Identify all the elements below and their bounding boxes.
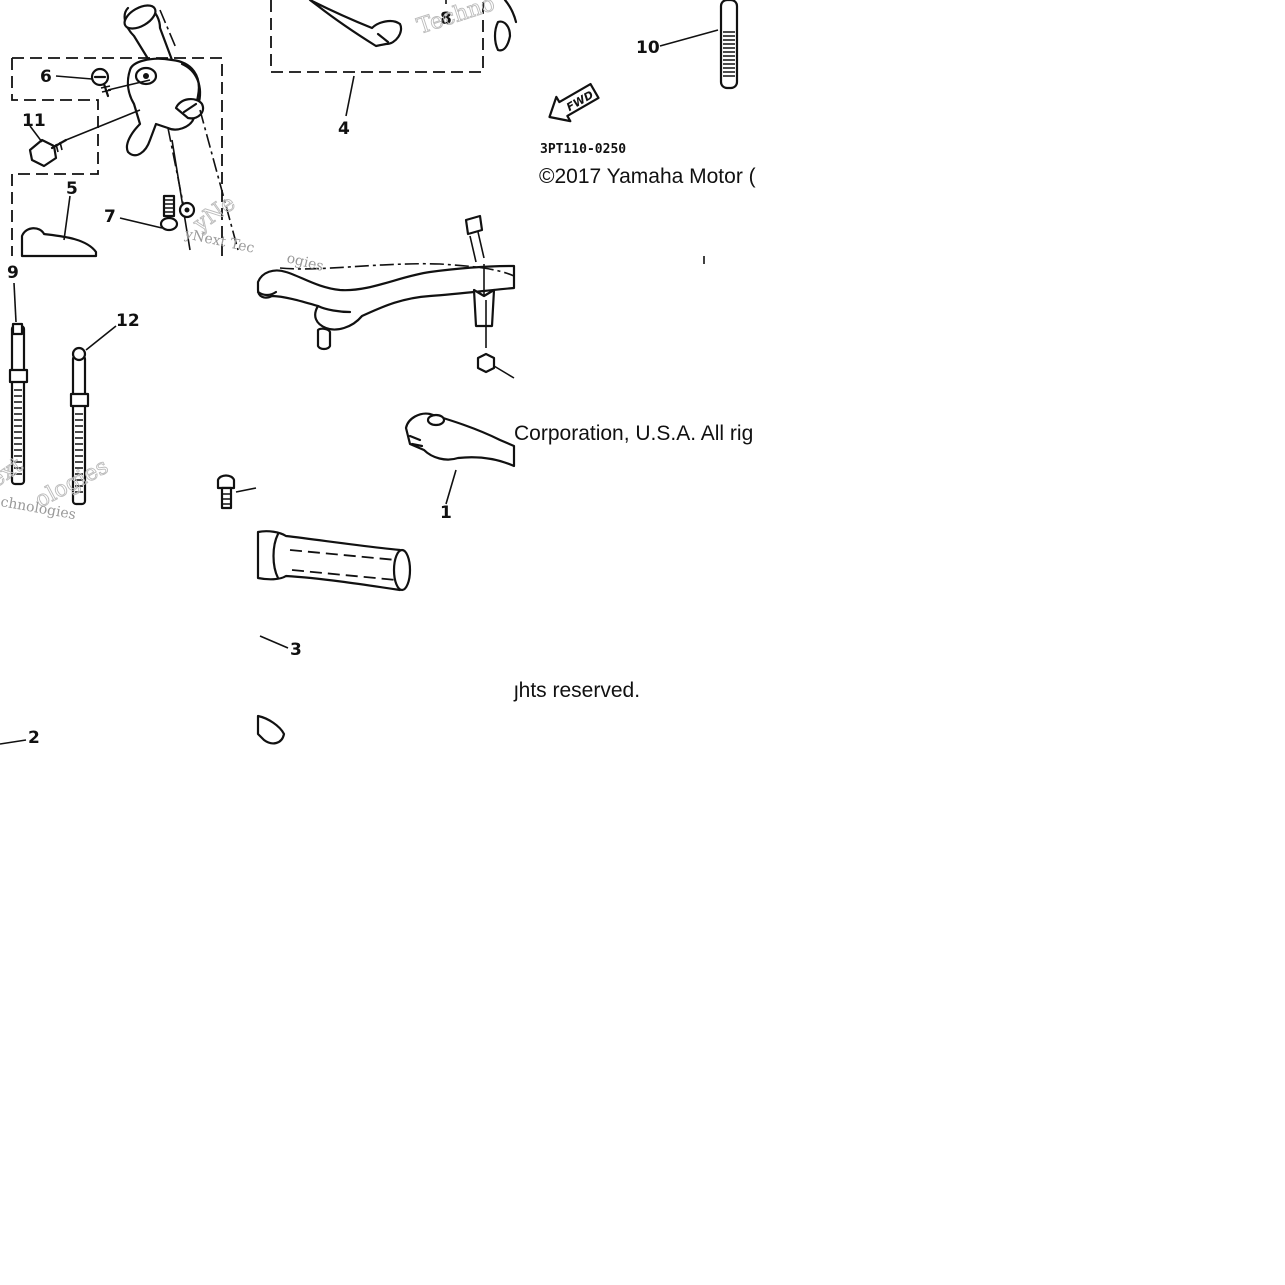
callout-10: 10 xyxy=(636,38,660,58)
callout-9: 9 xyxy=(7,263,19,283)
cable-tie-10 xyxy=(719,0,739,90)
watermark: Techno xyxy=(414,0,498,40)
reference-tile: 10 FWD 3PT110-0250 ©2017 Yamaha Motor ( xyxy=(539,0,756,188)
fwd-arrow-icon: FWD xyxy=(548,82,600,123)
lever-assembly-tile: 4 8 Techno xyxy=(270,0,518,139)
bolt xyxy=(216,474,236,510)
callout-2: 2 xyxy=(28,728,40,748)
callout-4: 4 xyxy=(338,119,350,139)
cable-tie-9 xyxy=(8,322,29,486)
callout-6: 6 xyxy=(40,67,52,87)
callout-12: 12 xyxy=(116,311,140,331)
copyright-line-2: Corporation, U.S.A. All rig xyxy=(514,422,753,445)
watermark: yNext Tec xyxy=(182,226,256,257)
part-code: 3PT110-0250 xyxy=(540,142,626,157)
group-box-4 xyxy=(270,0,484,73)
handlebar-tile: 3 1 ogies xyxy=(256,214,516,745)
callout-1: 1 xyxy=(440,503,452,523)
callout-2-group: 2 xyxy=(0,728,40,748)
callout-3: 3 xyxy=(290,640,302,660)
bolt-11 xyxy=(28,138,68,168)
callout-7: 7 xyxy=(104,207,116,227)
screw-7 xyxy=(159,194,196,232)
cable-tie-12 xyxy=(69,346,90,506)
cable-ties-tile: 9 12 ext ologies chnologies xyxy=(0,263,257,523)
callout-5: 5 xyxy=(66,179,78,199)
watermark: ogies xyxy=(285,250,325,275)
throttle-housing-tile: 6 11 5 7 yNe yNext Tec xyxy=(11,4,256,258)
copyright-line-3: ȷhts reserved. xyxy=(513,679,640,702)
callout-11: 11 xyxy=(22,111,46,131)
callout-8: 8 xyxy=(440,9,452,29)
copyright-line-1: ©2017 Yamaha Motor ( xyxy=(539,165,756,188)
screw-6 xyxy=(90,67,112,98)
copyright-block: Corporation, U.S.A. All rig ȷhts reserve… xyxy=(513,256,753,702)
